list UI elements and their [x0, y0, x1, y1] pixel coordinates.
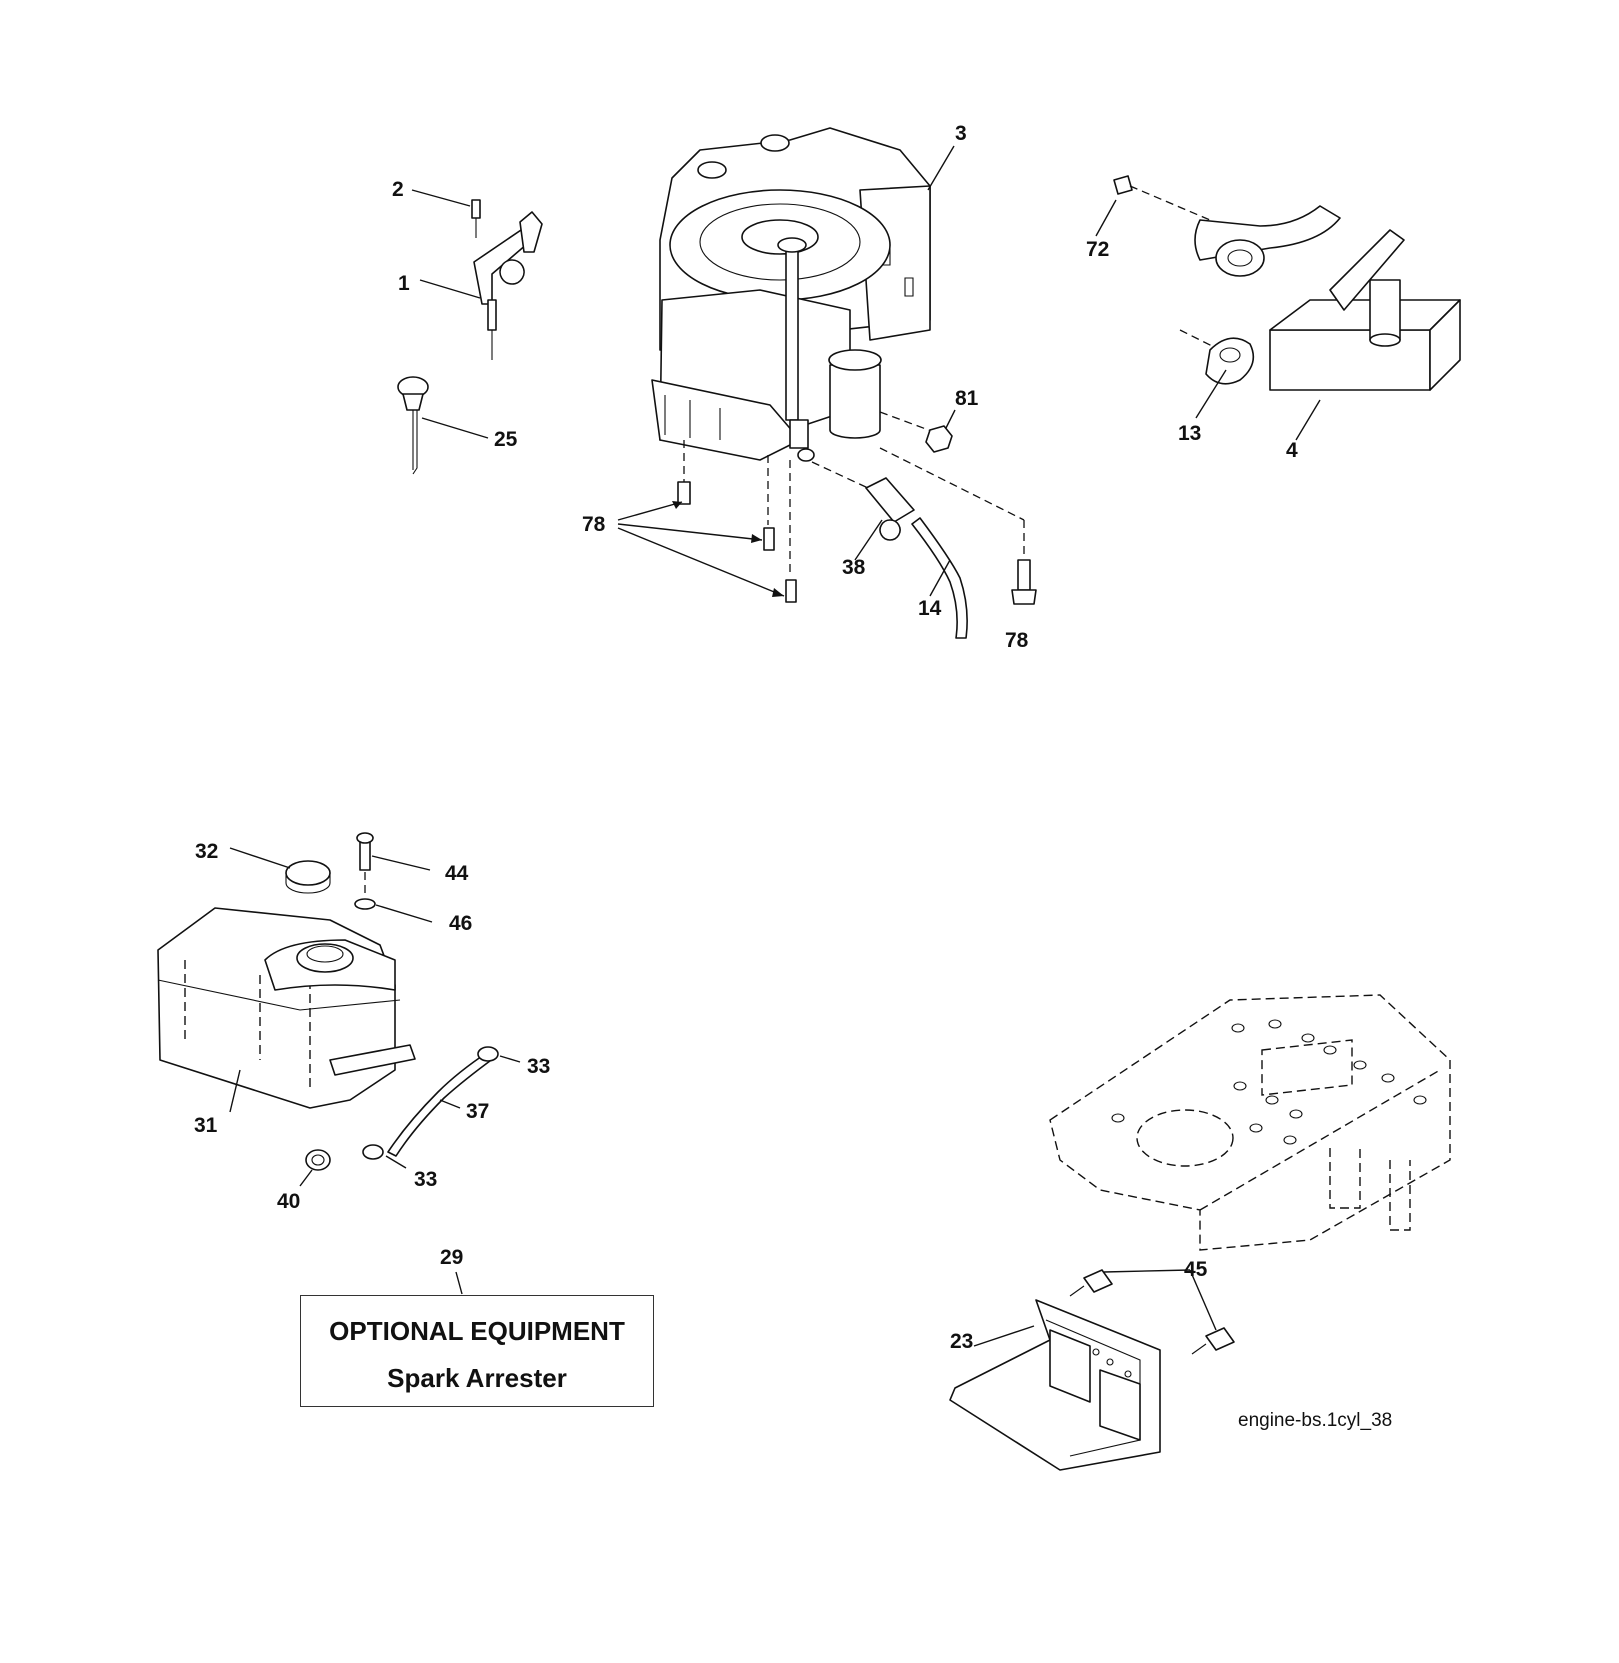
callout-40: 40 — [277, 1190, 300, 1213]
throttle-control-drawing — [411, 189, 543, 360]
callout-81: 81 — [955, 387, 979, 410]
callout-32: 32 — [195, 840, 218, 863]
callout-33b: 33 — [414, 1168, 437, 1191]
callout-29: 29 — [440, 1246, 463, 1269]
engine-drawing — [651, 127, 955, 462]
callout-4: 4 — [1286, 439, 1298, 462]
choke-knob-drawing — [397, 376, 489, 475]
callout-38: 38 — [842, 556, 866, 579]
callout-46: 46 — [449, 912, 472, 935]
callout-14: 14 — [918, 597, 942, 620]
diagram-reference-code: engine-bs.1cyl_38 — [1238, 1410, 1393, 1431]
optional-equipment-title: OPTIONAL EQUIPMENT — [329, 1316, 625, 1346]
callout-23: 23 — [950, 1330, 973, 1353]
optional-equipment-box: OPTIONAL EQUIPMENT Spark Arrester — [300, 1295, 654, 1407]
frame-drawing — [1049, 994, 1451, 1251]
fuel-filter-hose-drawing — [811, 461, 968, 639]
callout-33a: 33 — [527, 1055, 550, 1078]
callout-25: 25 — [494, 428, 518, 451]
callout-2: 2 — [392, 178, 404, 201]
engine-mount-bolts-drawing — [617, 440, 797, 603]
callout-1: 1 — [398, 272, 410, 295]
callout-31: 31 — [194, 1114, 218, 1137]
optional-equipment-leader — [455, 1271, 463, 1295]
muffler-drawing — [1095, 175, 1461, 441]
spark-arrester-label: Spark Arrester — [387, 1363, 567, 1393]
callout-37: 37 — [466, 1100, 489, 1123]
heat-shield-drawing — [949, 1269, 1235, 1471]
callout-3: 3 — [955, 122, 967, 145]
callout-78b: 78 — [1005, 629, 1029, 652]
callout-45: 45 — [1184, 1258, 1208, 1281]
fuel-tank-drawing — [157, 832, 521, 1187]
mount-nut-bolt-drawing — [879, 409, 1037, 605]
callout-13: 13 — [1178, 422, 1201, 445]
callout-72: 72 — [1086, 238, 1109, 261]
callout-78a: 78 — [582, 513, 606, 536]
callout-44: 44 — [445, 862, 469, 885]
